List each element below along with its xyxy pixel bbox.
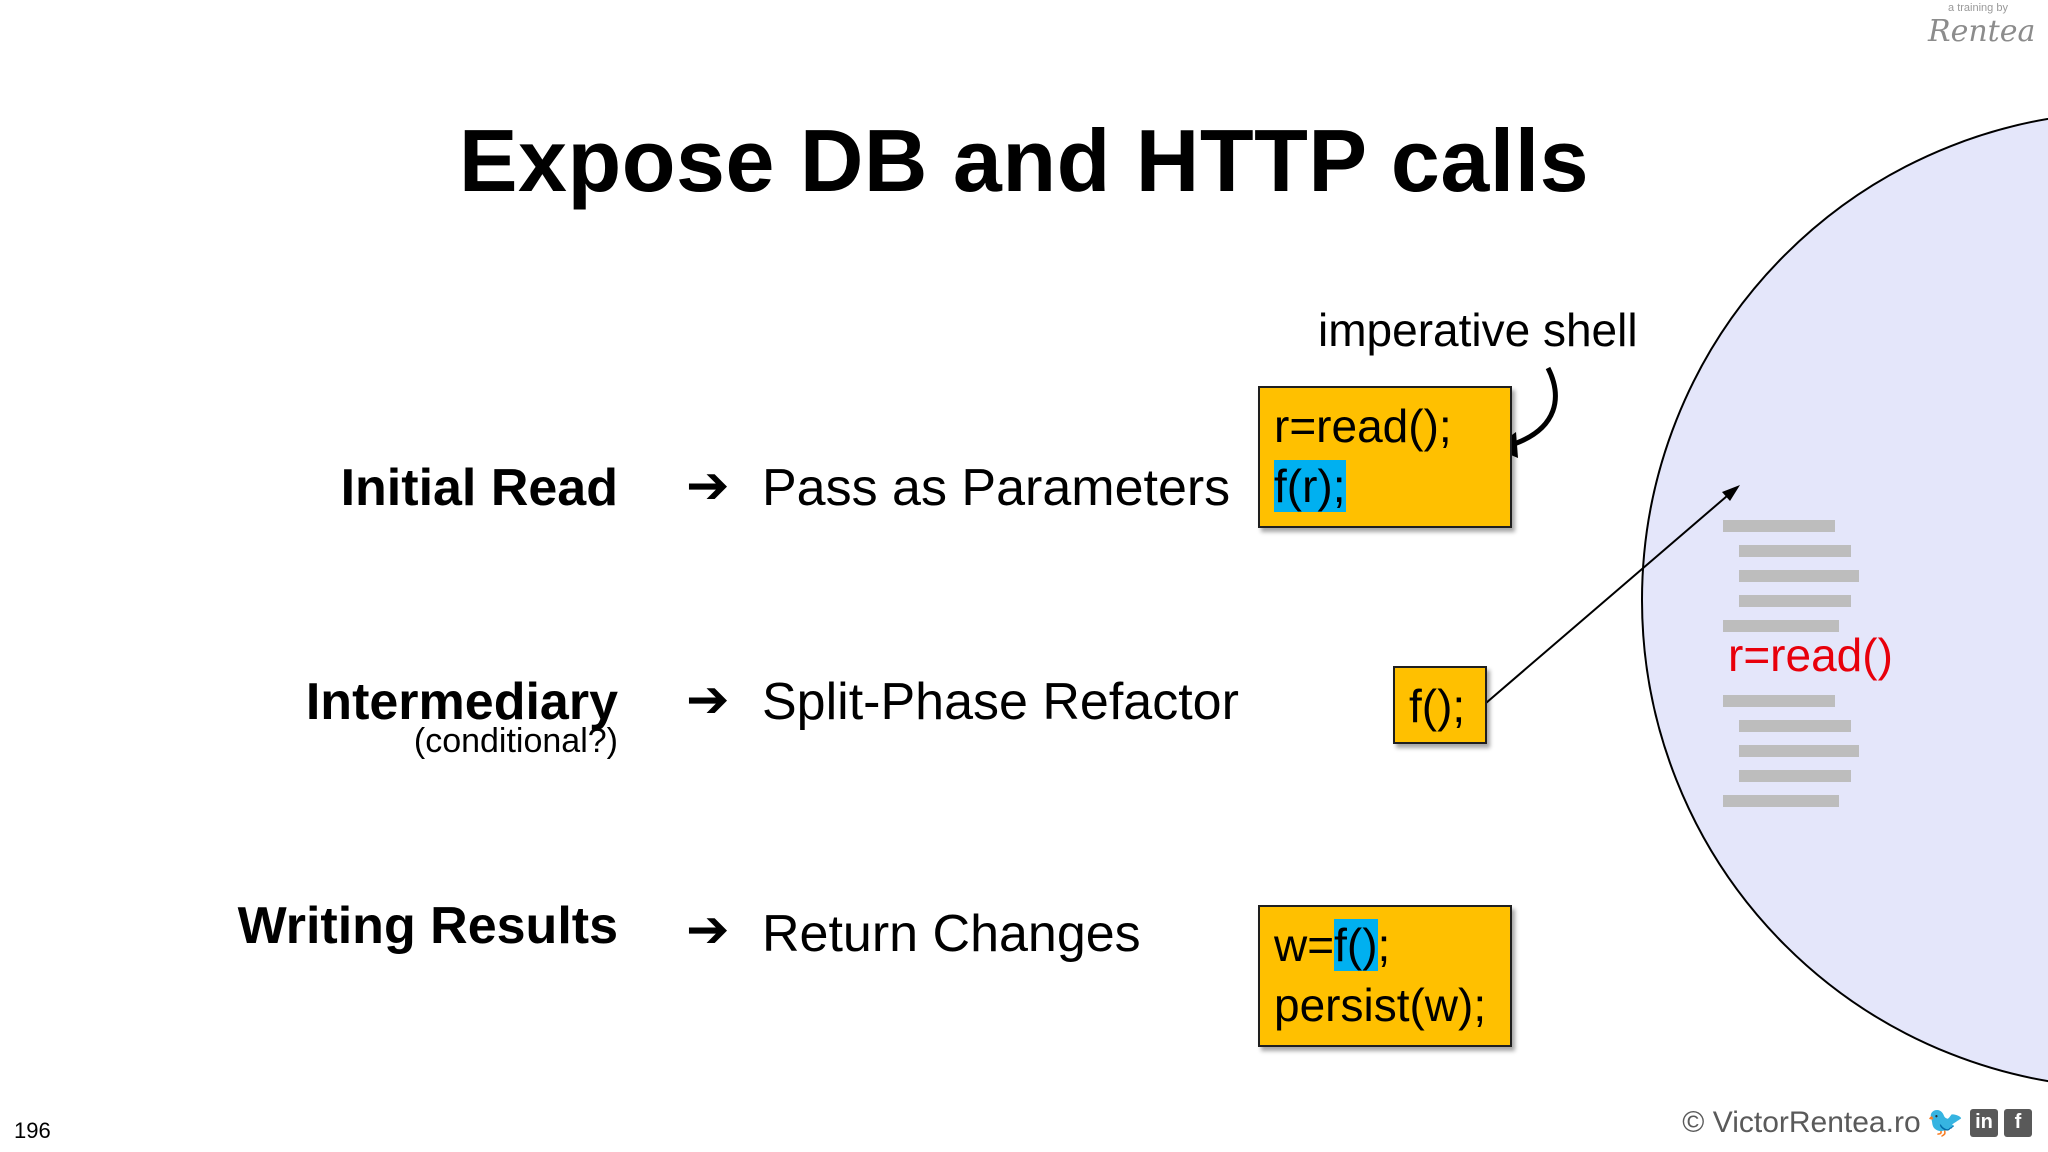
brand-signature: Rentea: [1928, 14, 2036, 49]
code-line: [1739, 745, 1859, 757]
linkedin-icon[interactable]: in: [1970, 1108, 1998, 1137]
code-lines-group: [1723, 520, 1859, 807]
annotation-imperative-shell: imperative shell: [1318, 304, 1638, 356]
code-line-read: r=read();: [1274, 400, 1452, 452]
slide-title: Expose DB and HTTP calls: [458, 111, 1590, 210]
action-return-changes: Return Changes: [762, 905, 1141, 963]
footer-copyright: © VictorRentea.ro: [1682, 1105, 1921, 1139]
row-sublabel-conditional: (conditional?): [413, 722, 618, 760]
code-line-persist: persist(w);: [1274, 979, 1487, 1031]
code-line: [1723, 520, 1835, 532]
code-line: [1723, 620, 1839, 632]
code-line: [1723, 695, 1835, 707]
annotation-curve: [1507, 366, 1558, 449]
action-pass-as-parameters: Pass as Parameters: [762, 459, 1231, 517]
code-box-read: r=read(); f(r);: [1258, 386, 1512, 528]
row-label-writing-results: Writing Results: [237, 897, 618, 955]
code-line: [1739, 545, 1851, 557]
connector-arrow-line: [1485, 489, 1735, 704]
code-suffix: ;: [1377, 919, 1391, 971]
code-box-write: w=f(); persist(w);: [1258, 905, 1512, 1047]
connector-arrowhead: [1722, 485, 1740, 501]
brand-logo: a training by Rentea: [1928, 2, 2035, 49]
facebook-icon[interactable]: f: [2004, 1108, 2032, 1137]
code-line: [1739, 595, 1851, 607]
twitter-icon[interactable]: 🐦: [1926, 1106, 1964, 1139]
action-split-phase-refactor: Split-Phase Refactor: [762, 673, 1239, 731]
row-label-initial-read: Initial Read: [340, 459, 618, 517]
row-label-intermediary: Intermediary: [305, 673, 618, 731]
code-line: [1739, 770, 1851, 782]
arrow-icon: ➔: [686, 901, 730, 959]
code-prefix: w=: [1274, 919, 1335, 971]
footer: © VictorRentea.ro 🐦 in f: [1682, 1105, 2032, 1140]
code-line-call-highlight: f(r);: [1274, 460, 1346, 512]
page-number: 196: [14, 1118, 51, 1143]
code-line: [1739, 720, 1851, 732]
arrow-icon: ➔: [686, 671, 730, 729]
code-line-call: f();: [1409, 680, 1466, 732]
code-line: [1723, 795, 1839, 807]
brand-tagline: a training by: [1948, 2, 2008, 14]
red-read-call: r=read(): [1728, 629, 1893, 681]
arrow-icon: ➔: [686, 457, 730, 515]
code-box-intermediate: f();: [1393, 666, 1487, 744]
code-line: [1739, 570, 1859, 582]
code-call-highlight: f(): [1334, 919, 1378, 971]
